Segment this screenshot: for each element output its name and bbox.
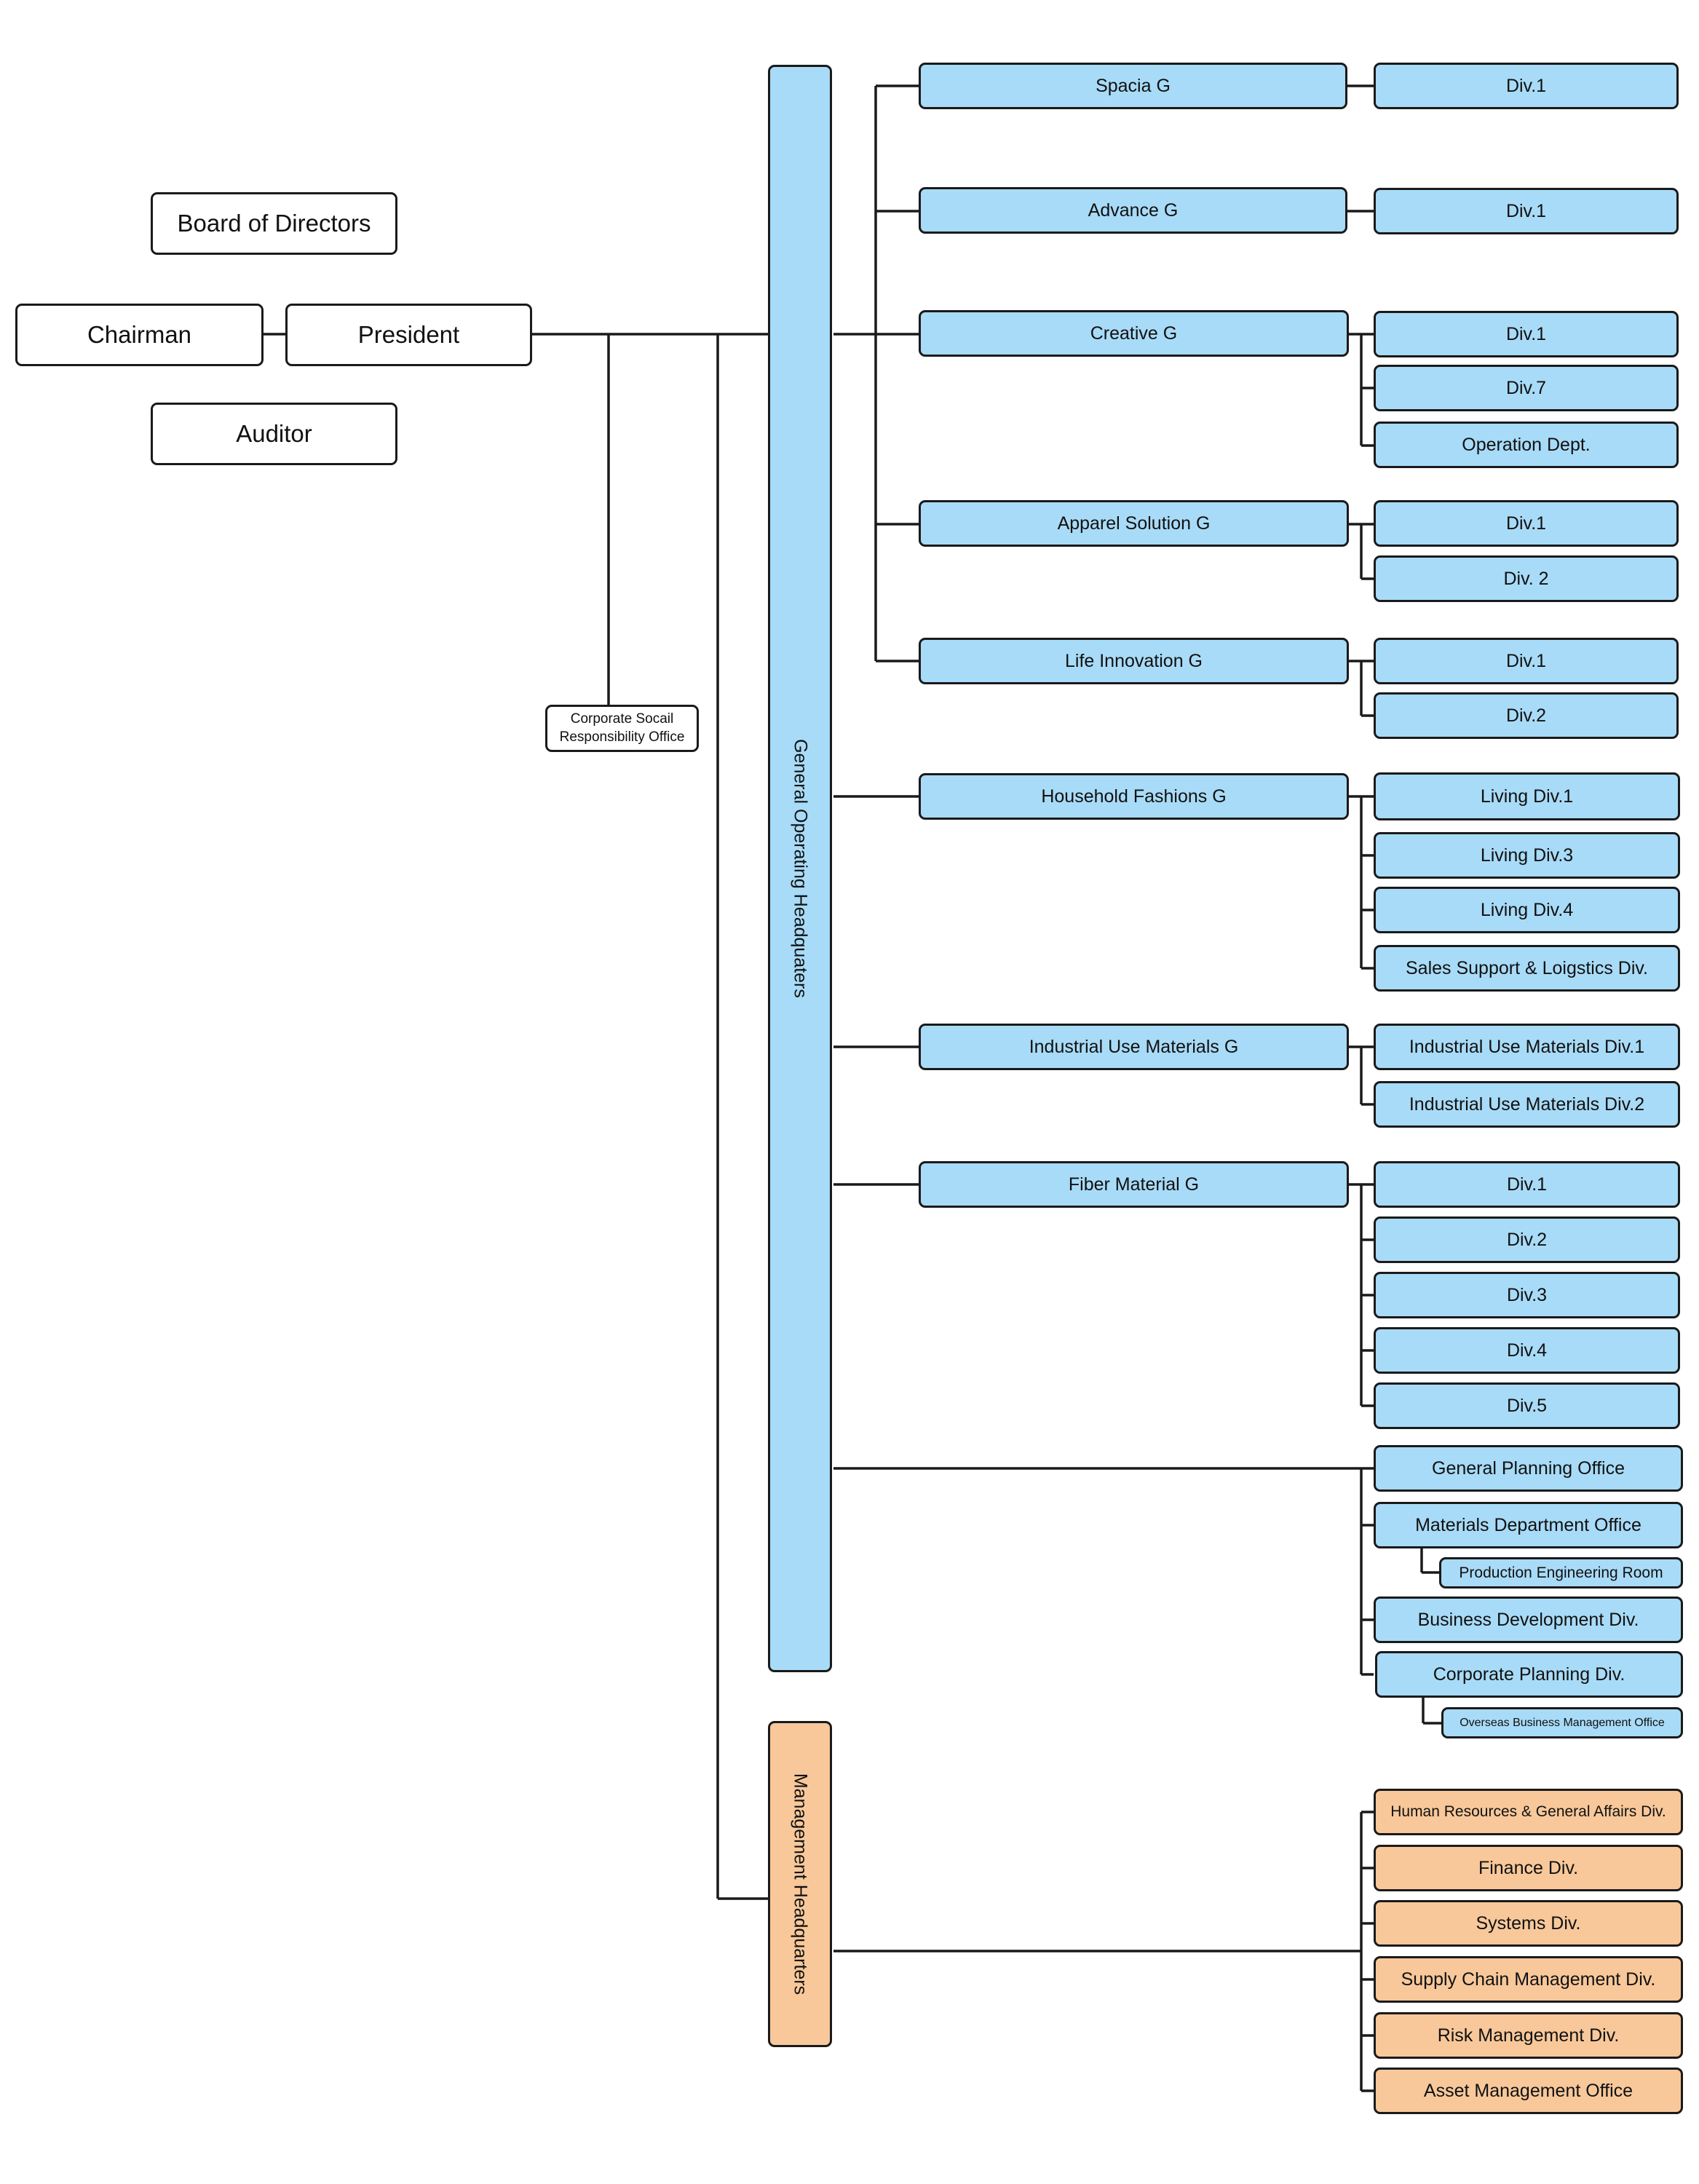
management-division-label: Asset Management Office [1423, 2080, 1633, 2101]
division-box: Sales Support & Loigstics Div. [1374, 945, 1680, 992]
division-label: Div.2 [1505, 705, 1547, 726]
group-label: Creative G [1090, 323, 1178, 344]
management-division-label: Systems Div. [1476, 1912, 1581, 1934]
division-box: Living Div.1 [1374, 772, 1680, 820]
division-box: Div.1 [1374, 500, 1679, 547]
division-label: Div.1 [1505, 513, 1547, 534]
division-box: Div.1 [1374, 63, 1679, 109]
group-box: Life Innovation G [919, 638, 1349, 684]
auditor-box: Auditor [151, 403, 397, 465]
office-box: Materials Department Office [1374, 1502, 1683, 1548]
division-label: Industrial Use Materials Div.2 [1409, 1093, 1645, 1115]
division-label: Div.1 [1505, 75, 1547, 96]
group-label: Life Innovation G [1064, 650, 1203, 671]
group-label: Industrial Use Materials G [1029, 1036, 1239, 1057]
division-box: Living Div.4 [1374, 887, 1680, 933]
office-box: Business Development Div. [1374, 1597, 1683, 1643]
sub-office-label: Overseas Business Management Office [1460, 1716, 1665, 1729]
division-label: Div.2 [1506, 1229, 1548, 1250]
division-box: Div.2 [1374, 1216, 1680, 1263]
division-label: Div.1 [1505, 200, 1547, 221]
sub-office-box: Production Engineering Room [1439, 1557, 1683, 1588]
auditor-label: Auditor [236, 420, 312, 447]
management-division-label: Human Resources & General Affairs Div. [1390, 1803, 1666, 1820]
division-label: Div.1 [1506, 1174, 1548, 1195]
management-division-box: Finance Div. [1374, 1845, 1683, 1891]
division-label: Div. 2 [1503, 568, 1549, 589]
division-box: Industrial Use Materials Div.1 [1374, 1024, 1680, 1070]
division-box: Div.2 [1374, 692, 1679, 739]
division-label: Div.1 [1505, 650, 1547, 671]
management-division-box: Human Resources & General Affairs Div. [1374, 1789, 1683, 1835]
chairman-label: Chairman [87, 321, 192, 348]
office-label: Materials Department Office [1415, 1514, 1641, 1535]
division-label: Div.7 [1505, 377, 1547, 398]
division-box: Living Div.3 [1374, 832, 1680, 879]
division-box: Operation Dept. [1374, 422, 1679, 468]
sub-office-label: Production Engineering Room [1459, 1564, 1663, 1581]
general-operating-hq-label: General Operating Headquaters [790, 739, 811, 998]
group-box: Creative G [919, 310, 1349, 357]
group-label: Spacia G [1096, 75, 1171, 96]
division-label: Living Div.4 [1480, 899, 1574, 920]
office-label: Corporate Planning Div. [1433, 1663, 1625, 1685]
management-division-box: Systems Div. [1374, 1900, 1683, 1947]
office-label: General Planning Office [1432, 1457, 1625, 1479]
group-box: Advance G [919, 187, 1347, 234]
management-division-label: Supply Chain Management Div. [1401, 1969, 1656, 1990]
office-box: General Planning Office [1374, 1445, 1683, 1492]
division-label: Div.3 [1506, 1284, 1548, 1305]
division-label: Living Div.3 [1480, 844, 1574, 866]
division-box: Div.1 [1374, 638, 1679, 684]
division-label: Sales Support & Loigstics Div. [1405, 957, 1649, 978]
group-box: Spacia G [919, 63, 1347, 109]
management-division-label: Finance Div. [1478, 1857, 1579, 1878]
management-hq-bar: Management Headquarters [768, 1721, 832, 2047]
division-label: Operation Dept. [1462, 434, 1591, 455]
division-label: Div.5 [1506, 1395, 1548, 1416]
group-box: Household Fashions G [919, 773, 1349, 820]
management-division-box: Asset Management Office [1374, 2068, 1683, 2114]
division-box: Div.1 [1374, 311, 1679, 357]
chairman-box: Chairman [15, 304, 264, 366]
board-of-directors-label: Board of Directors [177, 210, 371, 237]
csr-office-line1: Corporate Socail [570, 711, 674, 727]
group-box: Apparel Solution G [919, 500, 1349, 547]
division-label: Div.4 [1506, 1340, 1548, 1361]
group-label: Household Fashions G [1041, 786, 1227, 807]
division-box: Div.1 [1374, 1161, 1680, 1208]
general-operating-hq-bar: General Operating Headquaters [768, 65, 832, 1672]
board-of-directors-box: Board of Directors [151, 192, 397, 255]
office-box: Corporate Planning Div. [1375, 1651, 1683, 1698]
division-box: Div.4 [1374, 1327, 1680, 1374]
office-label: Business Development Div. [1417, 1609, 1639, 1630]
group-label: Apparel Solution G [1057, 513, 1211, 534]
president-label: President [357, 321, 460, 348]
president-box: President [285, 304, 532, 366]
csr-office-line2: Responsibility Office [559, 729, 685, 745]
management-hq-label: Management Headquarters [790, 1773, 811, 1995]
division-box: Div.3 [1374, 1272, 1680, 1318]
management-division-label: Risk Management Div. [1437, 2025, 1620, 2046]
sub-office-box: Overseas Business Management Office [1441, 1707, 1683, 1738]
group-box: Industrial Use Materials G [919, 1024, 1349, 1070]
division-label: Industrial Use Materials Div.1 [1409, 1036, 1645, 1057]
csr-office-box: Corporate Socail Responsibility Office [545, 705, 699, 752]
division-label: Living Div.1 [1480, 786, 1574, 807]
division-box: Div. 2 [1374, 555, 1679, 602]
division-box: Div.5 [1374, 1382, 1680, 1429]
group-label: Advance G [1088, 199, 1179, 221]
group-label: Fiber Material G [1068, 1174, 1200, 1195]
division-box: Div.1 [1374, 188, 1679, 234]
division-box: Div.7 [1374, 365, 1679, 411]
group-box: Fiber Material G [919, 1161, 1349, 1208]
division-box: Industrial Use Materials Div.2 [1374, 1081, 1680, 1128]
management-division-box: Supply Chain Management Div. [1374, 1956, 1683, 2003]
division-label: Div.1 [1505, 323, 1547, 344]
management-division-box: Risk Management Div. [1374, 2012, 1683, 2059]
